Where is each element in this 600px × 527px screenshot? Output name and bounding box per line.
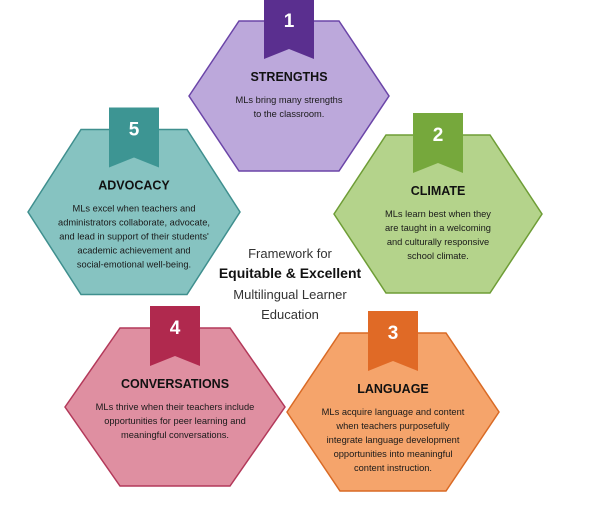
hexagon-body-line: to the classroom. [254, 109, 325, 119]
center-caption-line1: Framework for [248, 246, 332, 261]
hexagon-strengths-title: STRENGTHS [250, 70, 327, 84]
hexagon-advocacy-title: ADVOCACY [98, 179, 170, 193]
hexagon-body-line: administrators collaborate, advocate, [58, 218, 210, 228]
hexagon-language-body: MLs acquire language and content when tea… [322, 407, 465, 473]
hexagon-body-line: MLs bring many strengths [236, 95, 343, 105]
hexagon-body-line: opportunities for peer learning and [104, 416, 246, 426]
hexagon-body-line: meaningful conversations. [121, 430, 229, 440]
hexagon-strengths-tab [264, 0, 314, 59]
hexagon-language-shape [286, 332, 500, 492]
center-caption-line2: Equitable & Excellent [219, 265, 362, 281]
hexagon-strengths-number: 1 [284, 11, 295, 32]
hexagon-climate-tab [413, 113, 463, 173]
center-caption: Framework for Equitable & Excellent Mult… [219, 246, 362, 322]
hexagon-climate-number: 2 [433, 125, 444, 146]
hexagon-conversations-number: 4 [170, 318, 181, 339]
hexagon-strengths-body: MLs bring many strengths to the classroom… [236, 95, 343, 119]
hexagon-conversations: 4 CONVERSATIONS MLs thrive when their te… [64, 306, 286, 487]
center-caption-line3: Multilingual Learner [233, 287, 347, 302]
hexagon-climate-shape [333, 134, 543, 294]
hexagon-body-line: MLs learn best when they [385, 209, 491, 219]
hexagon-body-line: MLs thrive when their teachers include [96, 402, 255, 412]
hexagon-strengths: 1 STRENGTHS MLs bring many strengths to t… [188, 0, 390, 172]
hexagon-body-line: integrate language development [327, 435, 460, 445]
hexagon-body-line: and culturally responsive [387, 237, 489, 247]
hexagon-climate: 2 CLIMATE MLs learn best when they are ta… [333, 113, 543, 294]
center-caption-line4: Education [261, 307, 319, 322]
hexagon-language-tab [368, 311, 418, 371]
hexagon-conversations-body: MLs thrive when their teachers include op… [96, 402, 255, 440]
hexagon-language-title: LANGUAGE [357, 382, 429, 396]
hexagon-body-line: when teachers purposefully [335, 421, 450, 431]
hexagon-body-line: MLs acquire language and content [322, 407, 465, 417]
hexagon-advocacy: 5 ADVOCACY MLs excel when teachers and ad… [27, 107, 241, 296]
hexagon-language-number: 3 [388, 323, 399, 344]
hexagon-conversations-title: CONVERSATIONS [121, 377, 229, 391]
hexagon-advocacy-body: MLs excel when teachers and administrator… [58, 204, 210, 270]
hexagon-body-line: opportunities into meaningful [334, 449, 453, 459]
hexagon-language: 3 LANGUAGE MLs acquire language and cont… [286, 311, 500, 492]
hexagon-climate-title: CLIMATE [411, 184, 466, 198]
hexagon-conversations-tab [150, 306, 200, 366]
hexagon-advocacy-tab [109, 107, 159, 168]
hexagon-body-line: school climate. [407, 251, 469, 261]
hexagon-advocacy-shape [27, 128, 241, 296]
hexagon-body-line: social-emotional well-being. [77, 260, 191, 270]
hexagon-body-line: and lead in support of their students' [59, 232, 209, 242]
hexagon-body-line: are taught in a welcoming [385, 223, 491, 233]
hexagon-body-line: MLs excel when teachers and [73, 204, 196, 214]
hexagon-body-line: content instruction. [354, 463, 432, 473]
hexagon-advocacy-number: 5 [129, 120, 140, 141]
hexagon-climate-body: MLs learn best when they are taught in a … [385, 209, 491, 261]
hexagon-conversations-shape [64, 327, 286, 487]
hexagon-strengths-shape [188, 20, 390, 172]
hexagon-body-line: academic achievement and [77, 246, 190, 256]
